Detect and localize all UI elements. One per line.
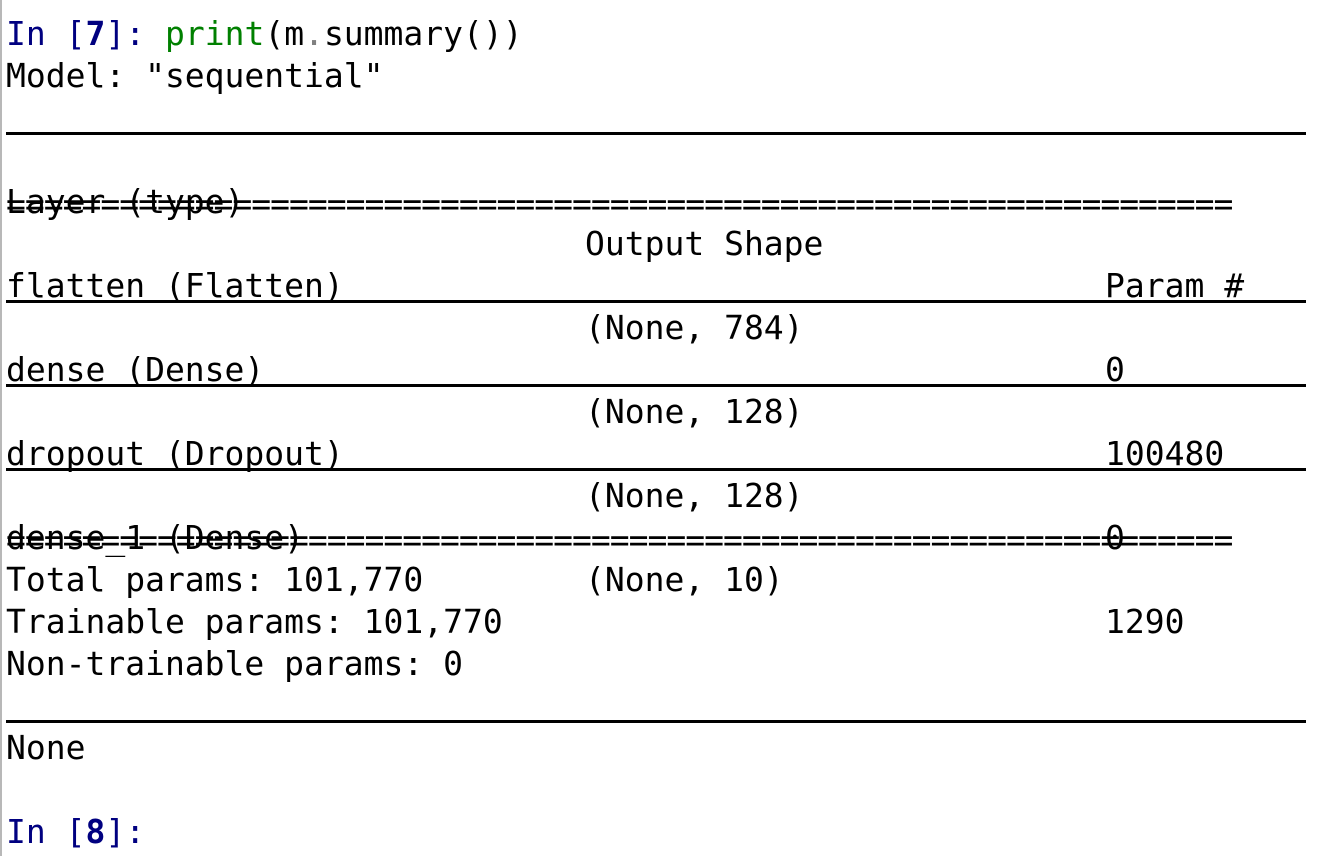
code-method: summary()	[323, 14, 503, 53]
console-left-border	[0, 0, 2, 856]
row-separator-rule	[6, 300, 1306, 303]
header-output-shape: Output Shape	[585, 224, 824, 263]
prompt-prefix: In [	[6, 812, 86, 851]
table-row: dense (Dense) (None, 128) 100480	[6, 307, 1306, 473]
layer-output-shape: (None, 10)	[585, 560, 784, 599]
model-name-line: Model: "sequential"	[6, 56, 384, 95]
input-line-7[interactable]: In [7]: print(m.summary())	[6, 13, 523, 55]
code-print-builtin: print	[164, 14, 265, 53]
trainable-params: Trainable params: 101,770	[6, 602, 503, 641]
row-separator-rule	[6, 468, 1306, 471]
layer-output-shape: (None, 128)	[585, 392, 804, 431]
summary-header-row: Layer (type) Output Shape Param #	[6, 139, 1306, 305]
prompt-suffix: ]:	[105, 812, 165, 851]
input-line-8[interactable]: In [8]:	[6, 811, 165, 853]
code-dot: .	[304, 14, 324, 53]
header-param-count: Param #	[1105, 266, 1245, 305]
code-close-paren: )	[502, 14, 523, 53]
prompt-suffix: ]:	[105, 14, 165, 53]
prompt-number: 8	[85, 812, 106, 851]
table-row: dropout (Dropout) (None, 128) 0	[6, 391, 1306, 557]
prompt-number: 7	[85, 14, 106, 53]
layer-param-count: 0	[1105, 518, 1125, 557]
table-top-rule	[6, 132, 1306, 135]
code-object: m	[284, 14, 305, 53]
total-params: Total params: 101,770	[6, 560, 424, 599]
layer-output-shape: (None, 784)	[585, 308, 804, 347]
row-separator-rule	[6, 384, 1306, 387]
table-row: dense_1 (Dense) (None, 10) 1290	[6, 475, 1306, 641]
footer-double-rule: ========================================…	[6, 520, 1233, 559]
non-trainable-params: Non-trainable params: 0	[6, 644, 463, 683]
header-layer-type: Layer (type)	[6, 182, 245, 221]
header-double-rule: ========================================…	[6, 184, 1233, 223]
layer-name: dropout (Dropout)	[6, 434, 344, 473]
prompt-prefix: In [	[6, 14, 86, 53]
layer-name: dense_1 (Dense)	[6, 518, 305, 557]
layer-param-count: 0	[1105, 350, 1125, 389]
code-open-paren: (	[264, 14, 285, 53]
print-return-value: None	[6, 728, 86, 767]
layer-name: flatten (Flatten)	[6, 266, 344, 305]
layer-param-count: 1290	[1105, 602, 1185, 641]
summary-bottom-rule	[6, 720, 1306, 723]
layer-output-shape: (None, 128)	[585, 476, 804, 515]
layer-name: dense (Dense)	[6, 350, 265, 389]
table-row: flatten (Flatten) (None, 784) 0	[6, 223, 1306, 389]
layer-param-count: 100480	[1105, 434, 1225, 473]
